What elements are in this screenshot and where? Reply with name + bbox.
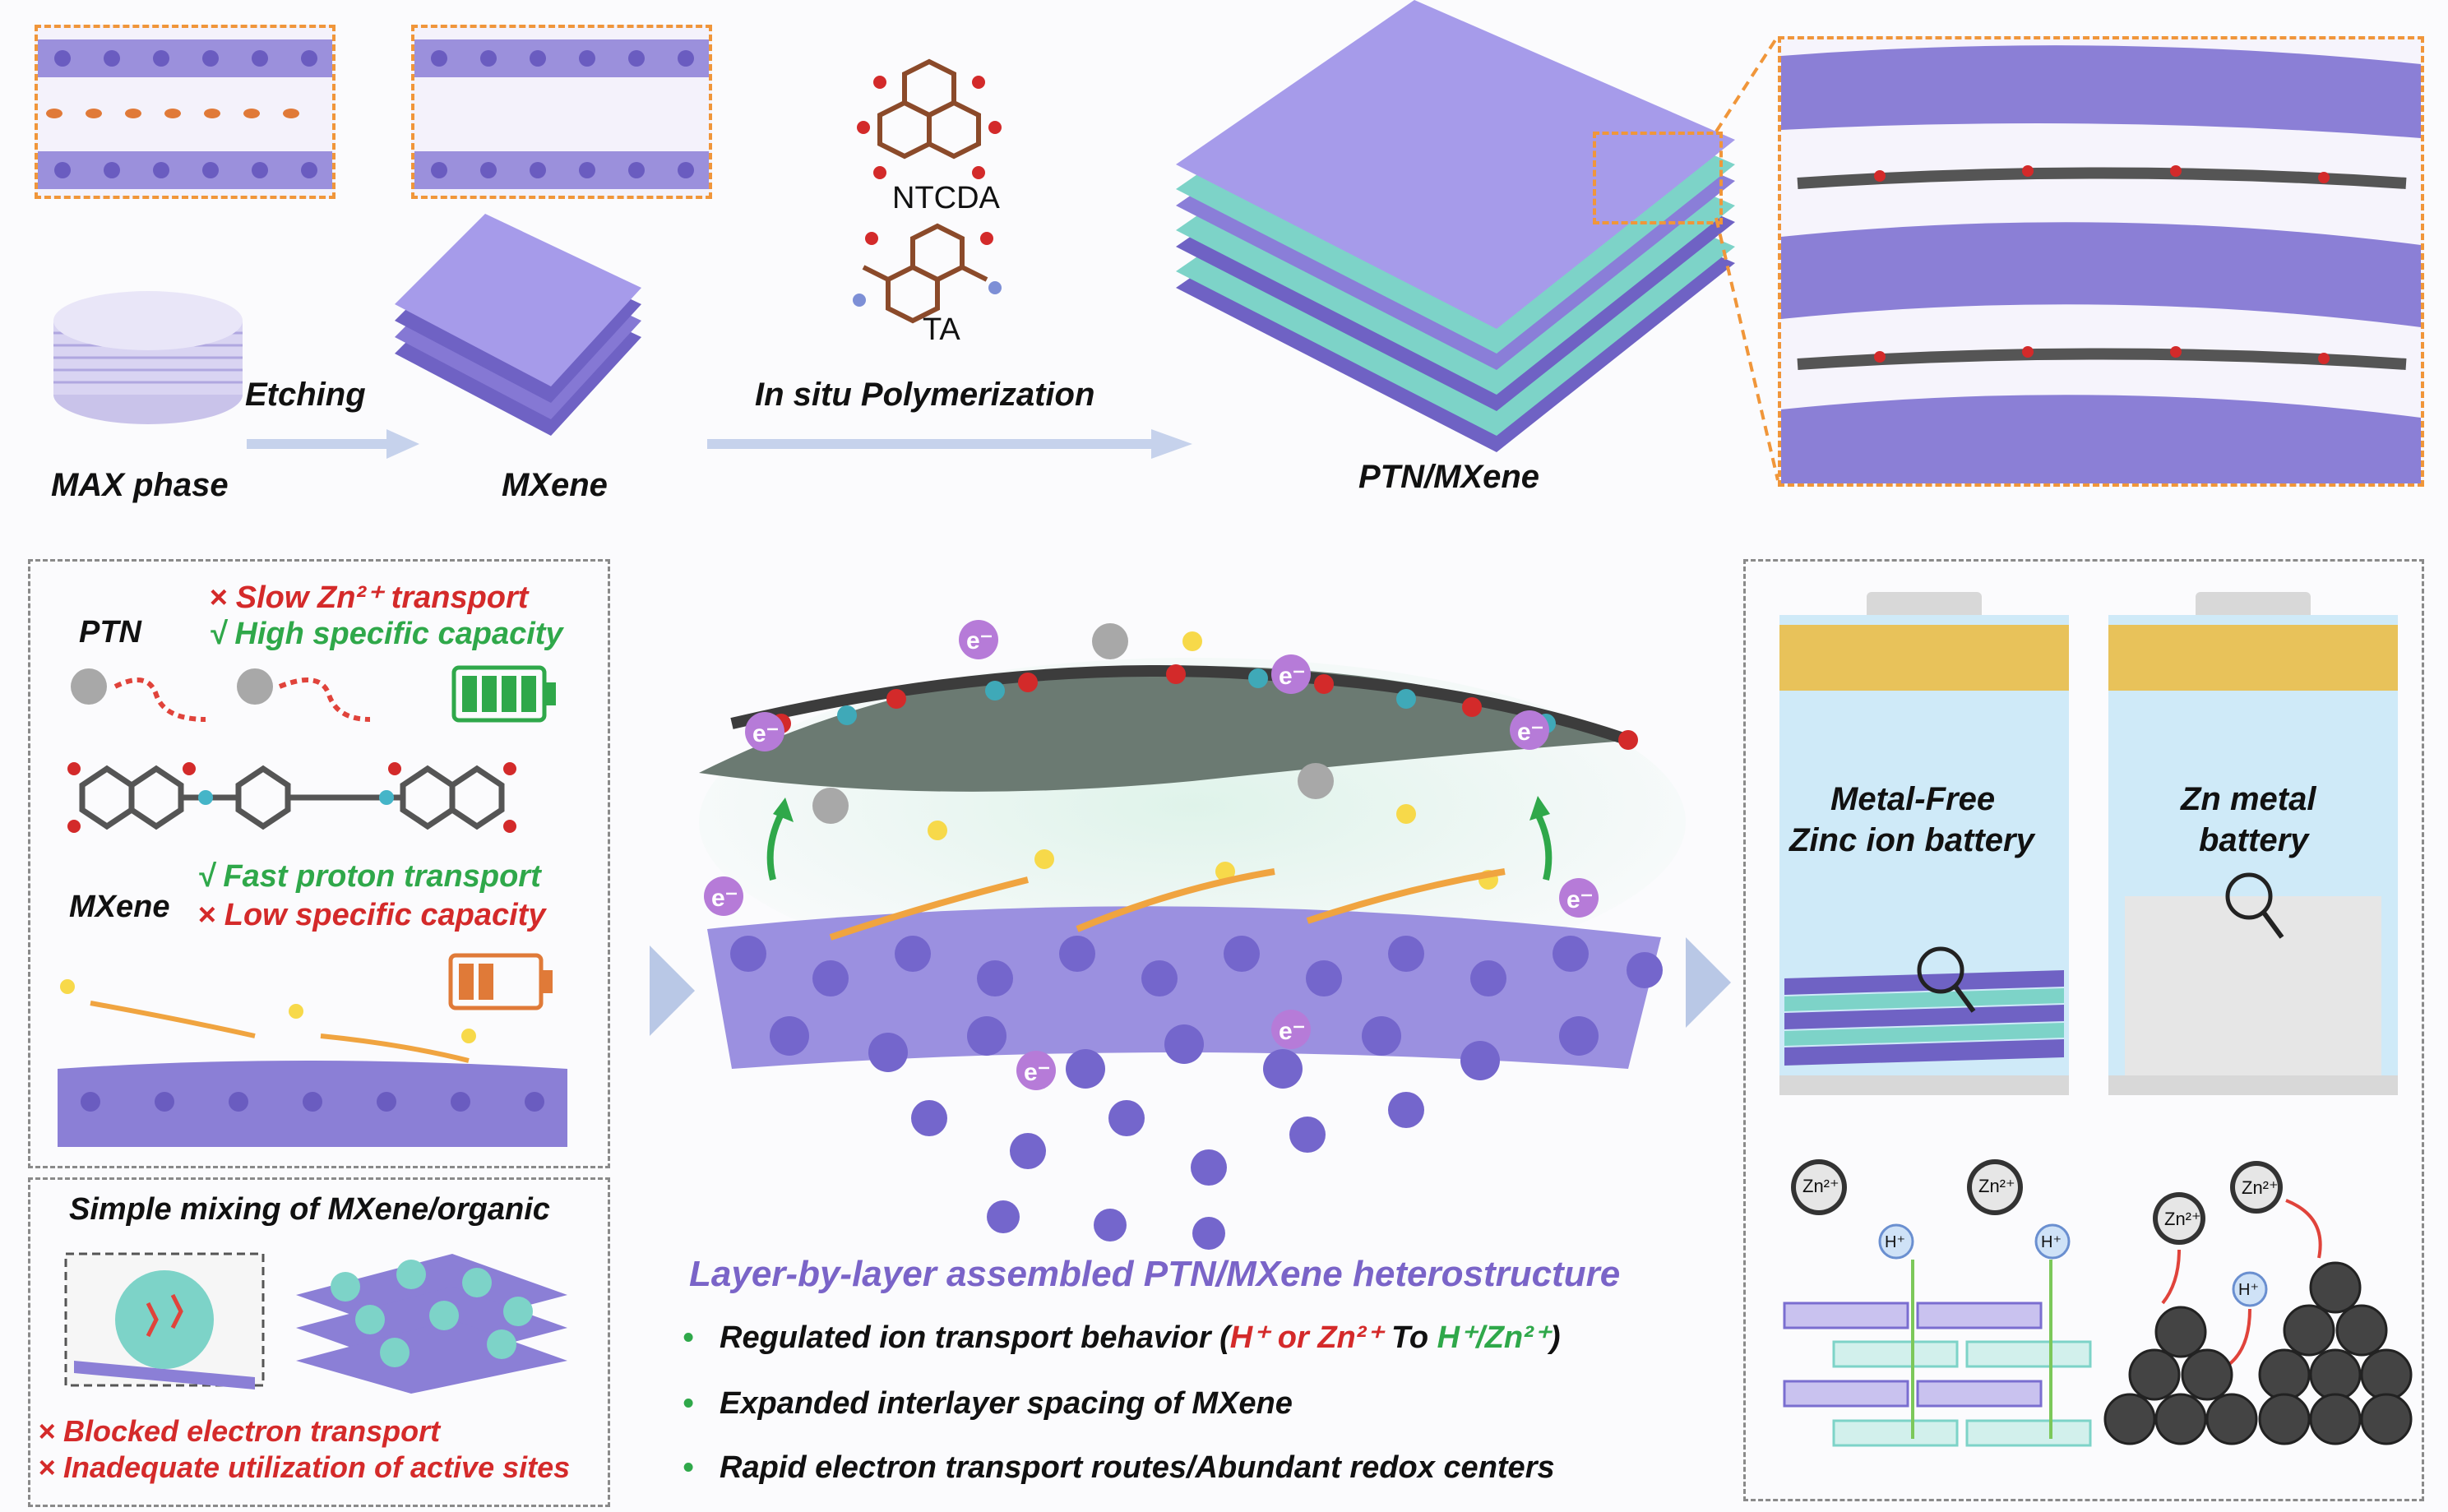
heterostructure-heading: Layer-by-layer assembled PTN/MXene heter… (689, 1254, 1621, 1294)
polymerization-arrow (707, 429, 1192, 459)
heterostructure-illustration (699, 620, 1686, 1250)
bullet1-h-zn: H⁺/Zn²⁺ (1437, 1320, 1550, 1355)
mxene-con-text: × Low specific capacity (197, 898, 546, 932)
h-ion-label-1: H⁺ (1885, 1233, 1905, 1251)
bullet2-text: Expanded interlayer spacing of MXene (720, 1386, 1293, 1421)
max-phase-label: MAX phase (51, 467, 229, 503)
bullet-dot: • (683, 1320, 694, 1355)
feature-bullet-1: • Regulated ion transport behavior (H⁺ o… (683, 1319, 1561, 1356)
max-phase-stack (53, 291, 243, 424)
bullet1-h-or-zn: H⁺ or Zn²⁺ (1229, 1320, 1383, 1355)
electron-label-5: e⁻ (711, 885, 738, 912)
mix-con-1: × Blocked electron transport (38, 1414, 441, 1448)
zn-ion-label-2: Zn²⁺ (1978, 1176, 2015, 1196)
ptn-con-text: × Slow Zn²⁺ transport (209, 580, 529, 615)
simple-mixing-panel (28, 1177, 610, 1507)
bullet1-to: To (1382, 1320, 1437, 1355)
electron-label-2: e⁻ (1279, 663, 1306, 690)
battery1-title-line1: Metal-Free (1830, 781, 1996, 817)
electron-label-3: e⁻ (752, 720, 780, 747)
zn-metal-ion-diagram (2103, 1161, 2413, 1445)
feature-bullet-2: • Expanded interlayer spacing of MXene (683, 1386, 1293, 1422)
battery-comparison-panel (1743, 559, 2424, 1501)
ptn-chain-illustration (67, 668, 516, 833)
ptn-mxene-label: PTN/MXene (1358, 459, 1540, 495)
max-phase-atoms (38, 39, 332, 189)
ntcda-molecule (857, 58, 1002, 179)
h-ion-label-3: H⁺ (2238, 1281, 2259, 1299)
mxene-atoms (414, 39, 709, 189)
bullet1-text: Regulated ion transport behavior ( (720, 1320, 1230, 1355)
zn-ion-label-1: Zn²⁺ (1802, 1176, 1839, 1196)
ta-label: TA (923, 312, 960, 347)
bullet1-end: ) (1549, 1320, 1561, 1355)
ntcda-label: NTCDA (892, 181, 1000, 215)
zn-metal-battery (2108, 592, 2398, 1095)
ptn-label: PTN (79, 615, 141, 650)
ptn-pro-text: √ High specific capacity (209, 617, 563, 651)
left-chevron (650, 946, 695, 1036)
max-phase-closeup (35, 25, 336, 199)
mixing-illustration (64, 1252, 567, 1394)
ptn-mxene-atoms (1781, 45, 2421, 483)
electron-label-1: e⁻ (966, 627, 993, 654)
mxene-label: MXene (502, 467, 608, 503)
mxene-proton-illustration (58, 979, 567, 1147)
ptn-mxene-closeup (1778, 36, 2424, 487)
low-battery-icon (448, 953, 553, 1010)
mix-con-2: × Inadequate utilization of active sites (38, 1450, 571, 1484)
electron-label-7: e⁻ (1279, 1018, 1306, 1045)
insitu-label: In situ Polymerization (755, 377, 1095, 413)
ptn-mxene-comparison-panel (28, 559, 610, 1168)
metal-free-ion-diagram (1783, 1159, 2092, 1447)
mxene-pro-text: √ Fast proton transport (197, 859, 541, 894)
bullet-dot: • (683, 1450, 694, 1485)
feature-bullet-3: • Rapid electron transport routes/Abunda… (683, 1450, 1555, 1486)
electron-label-8: e⁻ (1024, 1059, 1051, 1086)
h-ion-label-2: H⁺ (2041, 1233, 2062, 1251)
zn-ion-label-3: Zn²⁺ (2164, 1209, 2201, 1229)
mxene-closeup (411, 25, 712, 199)
metal-free-battery (1779, 592, 2069, 1095)
ta-molecule (853, 223, 1002, 324)
mxene-side-label: MXene (69, 890, 170, 924)
electron-label-4: e⁻ (1517, 719, 1544, 746)
battery2-title-line1: Zn metal (2181, 781, 2316, 817)
etching-arrow (247, 429, 419, 459)
full-battery-icon (451, 665, 556, 723)
electron-label-6: e⁻ (1566, 886, 1594, 913)
ptn-mxene-zoom-box (1593, 132, 1723, 224)
bullet3-text: Rapid electron transport routes/Abundant… (720, 1450, 1555, 1485)
simple-mixing-title: Simple mixing of MXene/organic (69, 1192, 550, 1227)
battery1-title-line2: Zinc ion battery (1789, 822, 2034, 858)
mxene-stack (395, 214, 641, 436)
etching-label: Etching (245, 377, 366, 413)
battery2-title-line2: battery (2199, 822, 2309, 858)
zn-ion-label-4: Zn²⁺ (2242, 1177, 2279, 1198)
bullet-dot: • (683, 1386, 694, 1421)
right-chevron (1686, 937, 1731, 1028)
